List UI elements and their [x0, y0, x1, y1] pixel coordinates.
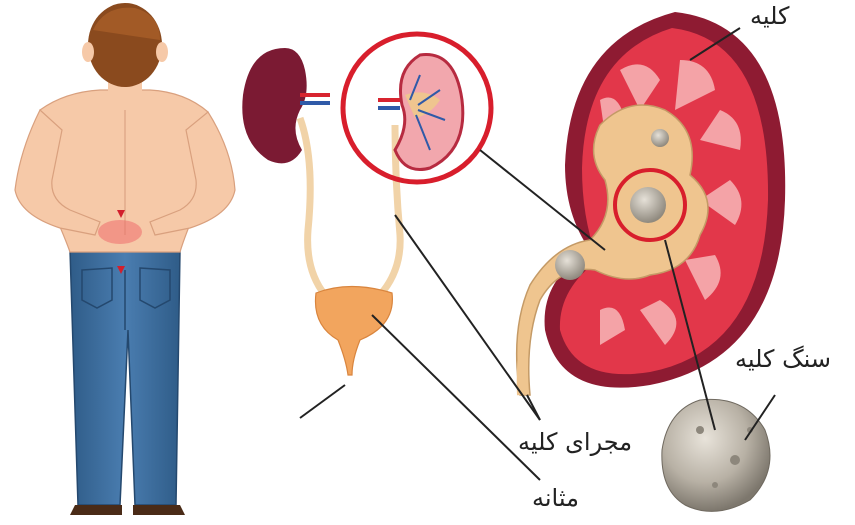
man-back-pain-figure	[15, 3, 235, 515]
label-ureter: مجرای کلیه	[518, 428, 632, 456]
leader-bladder	[372, 315, 540, 480]
label-bladder: مثانه	[532, 484, 579, 512]
label-kidney: کلیه	[750, 2, 789, 30]
label-kidney-stone: سنگ کلیه	[735, 345, 831, 373]
kidney-cross-section	[517, 12, 786, 395]
leader-bladder-left	[300, 385, 345, 418]
leader-ureter-1	[395, 215, 540, 420]
urinary-system-icon	[242, 34, 491, 375]
kidney-stone-icon	[662, 399, 770, 511]
leader-ureter-2	[527, 395, 540, 420]
